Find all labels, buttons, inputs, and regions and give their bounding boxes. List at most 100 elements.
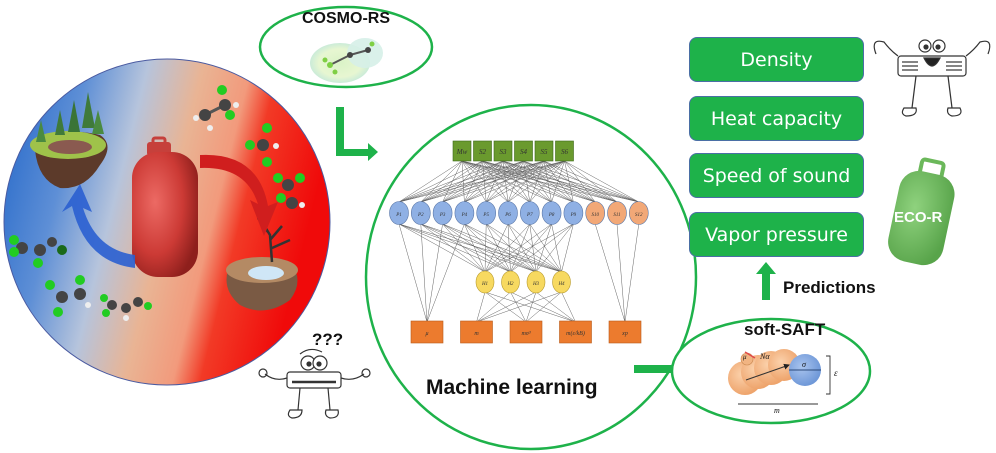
nn-node-label: xp xyxy=(621,331,628,337)
property-vapor-pressure: Vapor pressure xyxy=(689,212,864,257)
nn-edge xyxy=(461,160,509,203)
nn-node-label: S11 xyxy=(613,213,620,218)
nn-edge xyxy=(564,160,618,203)
nn-edge xyxy=(461,160,487,203)
nn-edge xyxy=(561,223,574,273)
nn-node-label: P8 xyxy=(548,213,555,218)
output-node xyxy=(460,320,493,344)
nn-edge xyxy=(484,223,574,273)
nn-edge xyxy=(461,160,465,203)
nn-edge xyxy=(486,223,537,273)
nn-edge xyxy=(461,160,574,203)
nn-edge xyxy=(420,223,428,323)
input-node xyxy=(514,140,533,162)
nn-edge xyxy=(529,223,537,273)
confused-question-marks: ??? xyxy=(312,330,344,349)
hidden-node xyxy=(432,201,453,225)
nn-edge xyxy=(523,160,618,203)
nn-edge xyxy=(529,160,545,203)
nn-edge xyxy=(624,223,640,323)
nn-edge xyxy=(398,160,483,203)
nn-edge xyxy=(461,160,596,203)
hidden-node xyxy=(519,201,540,225)
nn-edge xyxy=(482,160,552,203)
nn-node-label: P6 xyxy=(504,213,511,218)
nn-edge xyxy=(564,160,639,203)
nn-edge xyxy=(551,223,562,273)
cosmo-to-ml-arrow-icon xyxy=(336,107,378,161)
nn-edge xyxy=(420,223,562,273)
nn-edge xyxy=(442,160,504,203)
nn-edge xyxy=(485,160,504,203)
nn-edge xyxy=(442,223,537,273)
nn-node-label: S6 xyxy=(561,148,569,156)
nn-edge xyxy=(484,291,576,323)
soft-saft-panel xyxy=(670,317,872,425)
nn-edge xyxy=(510,223,552,273)
nn-edge xyxy=(464,160,483,203)
nn-edge xyxy=(510,223,531,273)
nn-node-label: S4 xyxy=(520,148,528,156)
output-node xyxy=(509,320,543,344)
nn-edge xyxy=(543,160,639,203)
nn-edge xyxy=(535,291,576,323)
nn-node-label: H1 xyxy=(481,282,488,287)
association-symbol: Nα xyxy=(760,352,770,361)
nn-edge xyxy=(420,160,565,203)
nn-edge xyxy=(502,160,530,203)
nn-node-label: S2 xyxy=(479,148,487,156)
nn-edge xyxy=(398,223,537,273)
machine-learning-label: Machine learning xyxy=(426,376,598,399)
forest-island-icon xyxy=(30,92,108,189)
nn-edge xyxy=(525,291,562,323)
hidden-node xyxy=(628,201,649,225)
eco-refrigerant-tank-icon xyxy=(888,157,955,266)
property-heat-capacity: Heat capacity xyxy=(689,96,864,141)
cold-cycle-arrow-icon xyxy=(62,184,135,268)
nn-edge xyxy=(464,223,511,273)
eco-r-label: ECO-R xyxy=(894,209,943,226)
nn-edge xyxy=(502,160,596,203)
nn-edge xyxy=(484,291,527,323)
nn-edge xyxy=(507,223,511,273)
molecule-icon xyxy=(193,85,239,131)
nn-node-label: H2 xyxy=(506,282,514,287)
nn-edge xyxy=(502,160,639,203)
predictions-arrow-icon xyxy=(756,262,776,300)
predictions-label: Predictions xyxy=(783,278,876,297)
nn-node-label: S12 xyxy=(635,213,643,218)
nn-edge xyxy=(510,291,527,323)
property-speed-of-sound: Speed of sound xyxy=(689,153,864,198)
nn-edge xyxy=(529,160,565,203)
nn-node-label: P1 xyxy=(395,213,402,218)
nn-edge xyxy=(507,160,545,203)
nn-edge xyxy=(464,223,562,273)
hidden-node-2 xyxy=(475,270,495,294)
confused-character-icon xyxy=(258,348,371,419)
hidden-node xyxy=(498,201,518,225)
nn-edge xyxy=(461,160,552,203)
hidden-node-2 xyxy=(501,270,520,294)
nn-edge xyxy=(482,160,574,203)
input-node xyxy=(493,140,513,162)
nn-node-label: μ xyxy=(425,331,428,337)
nn-edge xyxy=(398,223,562,273)
input-node xyxy=(473,140,492,162)
hidden-node-2 xyxy=(526,270,546,294)
nn-edge xyxy=(476,291,562,323)
nn-edge xyxy=(464,223,537,273)
nn-node-label: H4 xyxy=(557,282,565,287)
nn-edge xyxy=(484,223,552,273)
hidden-node xyxy=(541,201,562,225)
molecule-icons xyxy=(9,85,305,321)
molecular-model-icon xyxy=(728,349,831,405)
dipole-symbol: μ xyxy=(743,353,747,361)
nn-edge xyxy=(442,223,562,273)
nn-node-label: S5 xyxy=(541,148,549,156)
molecule-icon xyxy=(245,123,279,167)
hot-cycle-arrow-icon xyxy=(200,154,278,236)
nn-node-label: mσ³ xyxy=(521,331,530,337)
nn-edge xyxy=(482,160,509,203)
nn-edge xyxy=(523,160,531,203)
